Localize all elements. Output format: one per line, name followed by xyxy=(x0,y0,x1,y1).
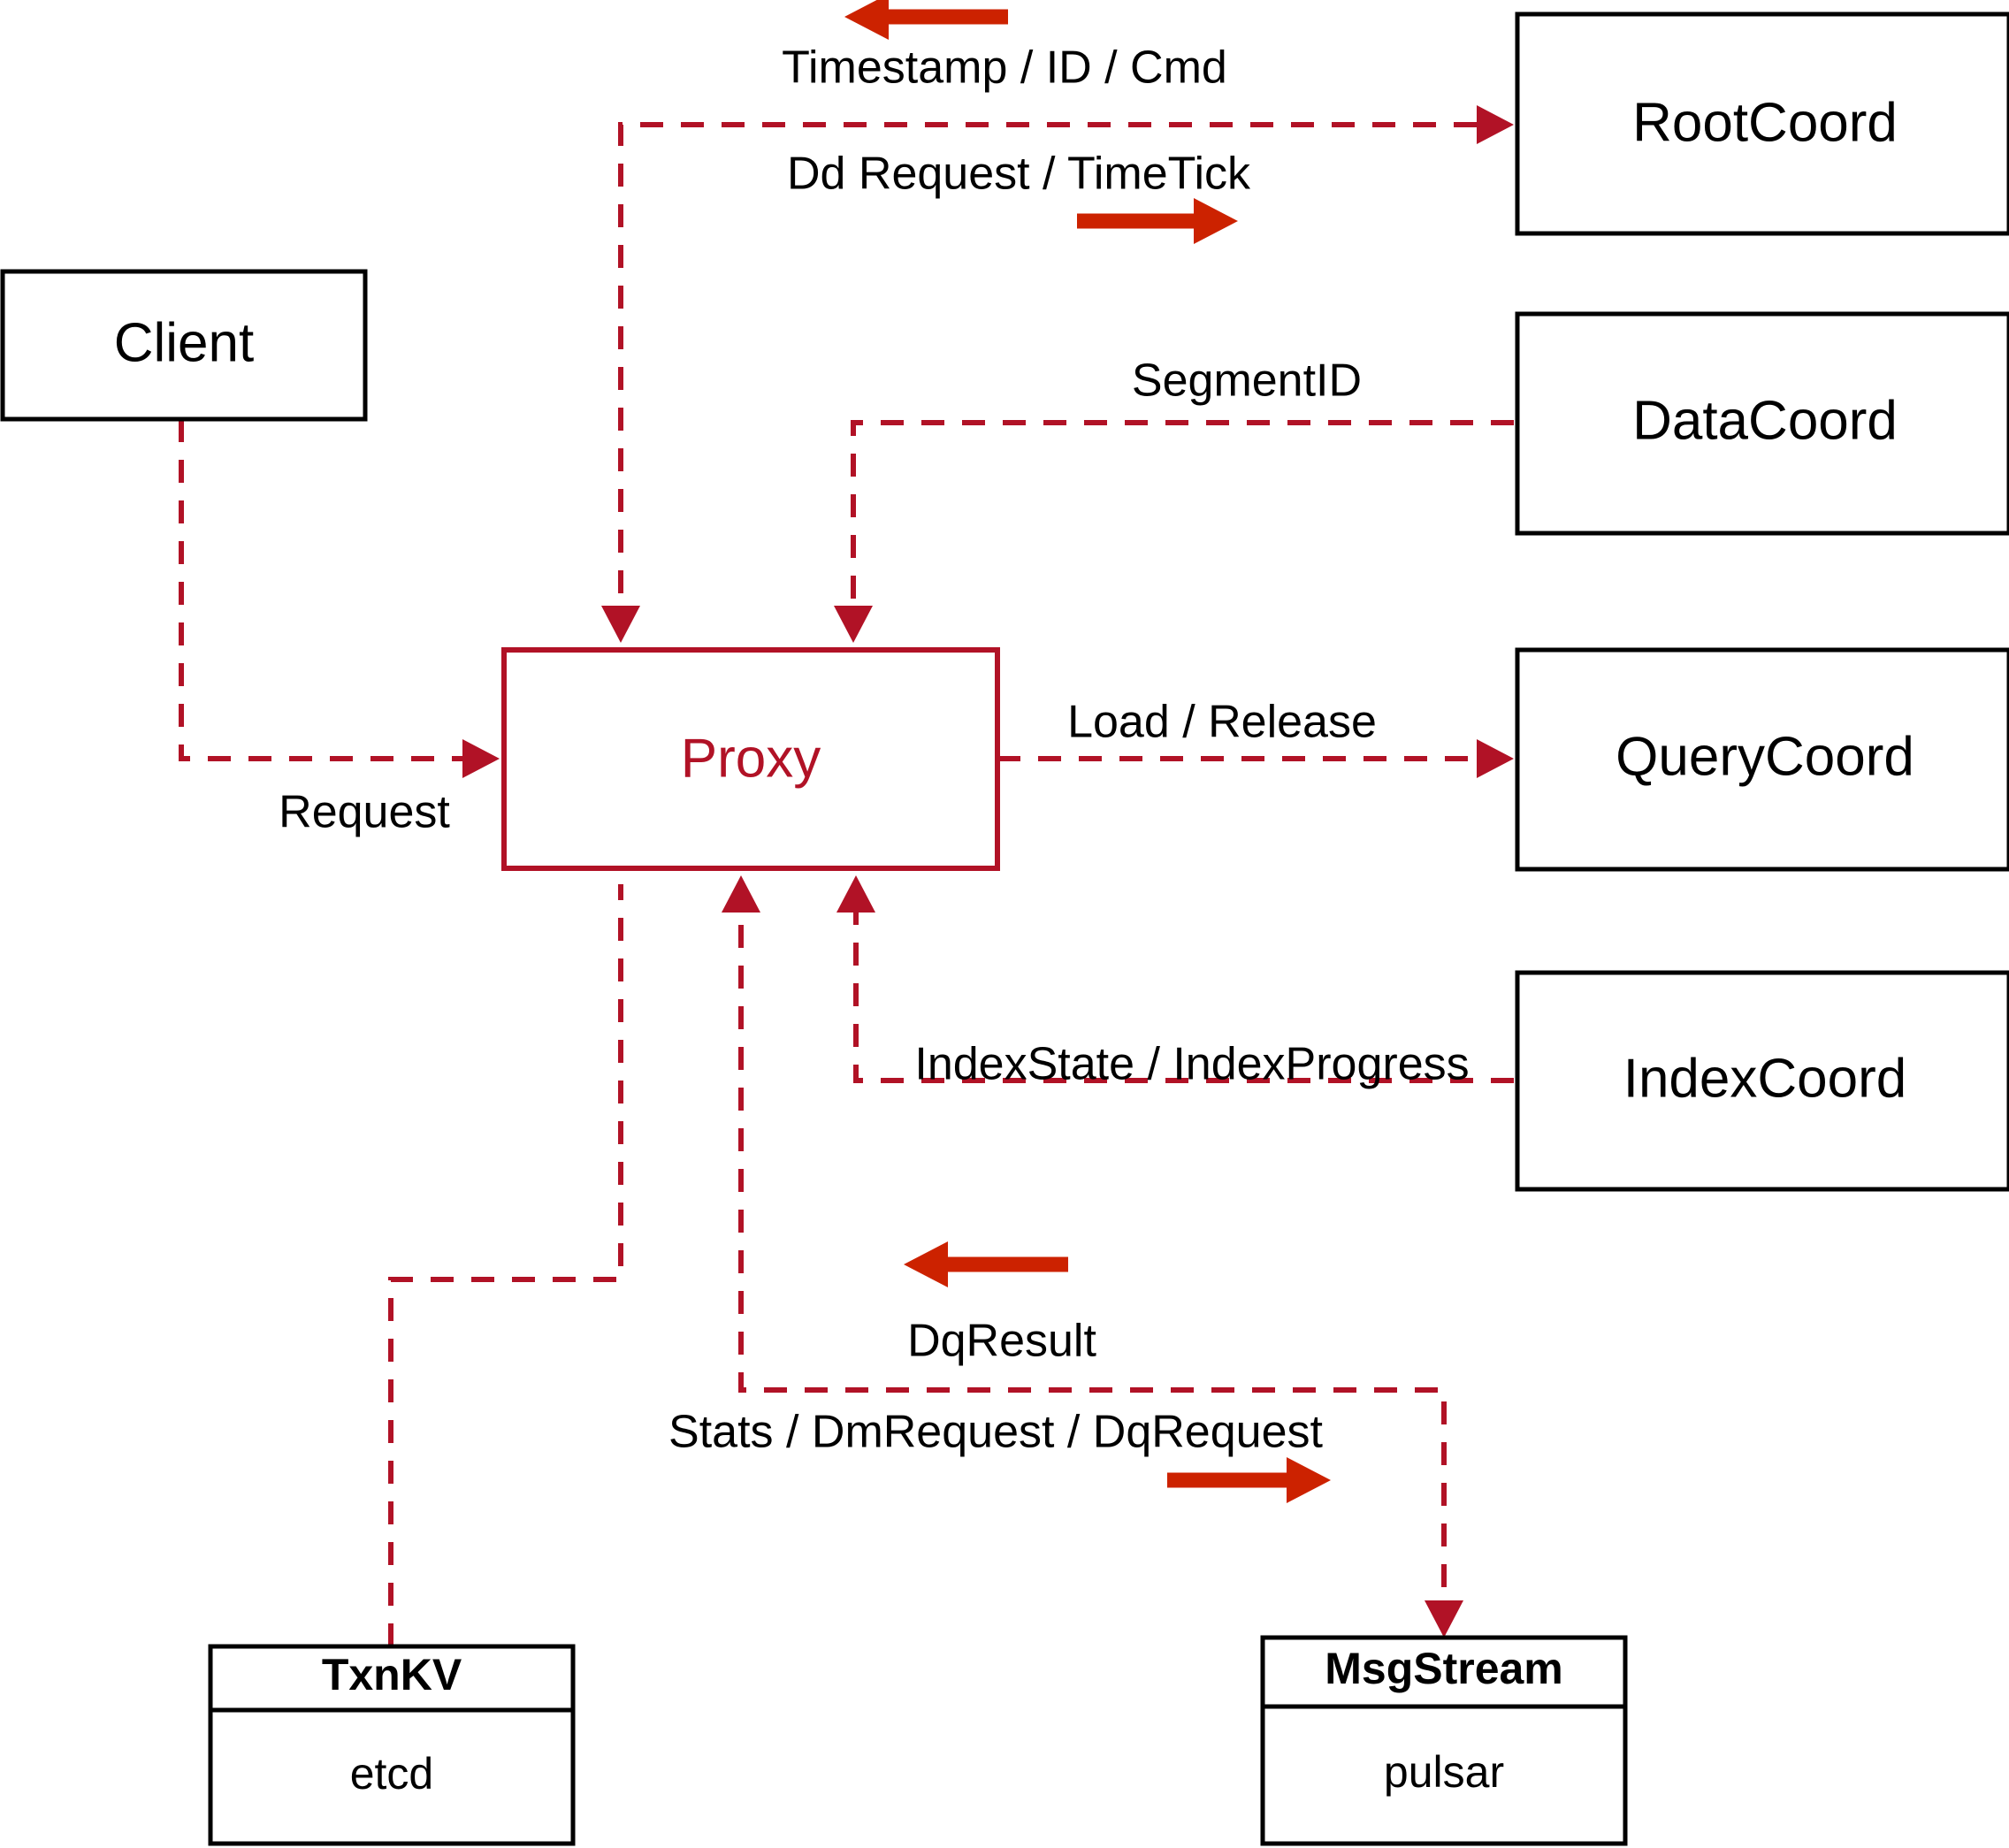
edge-label-request: Request xyxy=(279,787,450,838)
node-rootcoord[interactable]: RootCoord xyxy=(1515,11,2009,236)
node-indexcoord[interactable]: IndexCoord xyxy=(1515,970,2009,1192)
direction-arrow-stats xyxy=(1167,1457,1331,1503)
edge-proxy-to-querycoord xyxy=(997,739,1514,778)
edge-label-indexstate: IndexState / IndexProgress xyxy=(914,1039,1469,1090)
edge-label-dqresult: DqResult xyxy=(907,1316,1096,1367)
node-proxy[interactable]: Proxy xyxy=(501,647,1000,871)
edge-label-stats: Stats / DmRequest / DqRequest xyxy=(668,1407,1323,1458)
node-rootcoord-label: RootCoord xyxy=(1632,92,1898,153)
edge-client-to-proxy xyxy=(179,419,500,778)
node-datacoord[interactable]: DataCoord xyxy=(1515,311,2009,536)
node-msgstream[interactable]: MsgStream pulsar xyxy=(1260,1635,1628,1846)
node-querycoord[interactable]: QueryCoord xyxy=(1515,647,2009,872)
node-txnkv-header: TxnKV xyxy=(322,1650,462,1699)
node-indexcoord-label: IndexCoord xyxy=(1623,1048,1907,1109)
node-msgstream-header: MsgStream xyxy=(1325,1644,1563,1693)
node-querycoord-label: QueryCoord xyxy=(1616,726,1914,787)
node-txnkv-impl: etcd xyxy=(350,1749,434,1798)
edge-label-ddrequest: Dd Request / TimeTick xyxy=(787,149,1251,200)
edge-label-loadrelease: Load / Release xyxy=(1067,697,1377,748)
node-proxy-label: Proxy xyxy=(681,728,821,789)
edge-proxy-to-msgstream xyxy=(722,875,1463,1638)
edge-txnkv-to-proxy xyxy=(388,884,623,1646)
direction-arrow-dqresult xyxy=(904,1241,1068,1287)
node-client-label: Client xyxy=(114,312,255,373)
edge-datacoord-to-proxy xyxy=(834,420,1514,643)
node-txnkv[interactable]: TxnKV etcd xyxy=(208,1644,576,1846)
edge-indexcoord-to-proxy xyxy=(836,875,1514,1083)
edge-label-segmentid: SegmentID xyxy=(1132,355,1362,407)
edge-proxy-to-rootcoord xyxy=(601,105,1514,643)
direction-arrow-ddrequest xyxy=(1077,198,1238,244)
node-client[interactable]: Client xyxy=(0,269,368,422)
edge-label-timestamp: Timestamp / ID / Cmd xyxy=(782,42,1227,94)
node-datacoord-label: DataCoord xyxy=(1632,390,1898,451)
node-msgstream-impl: pulsar xyxy=(1384,1747,1504,1797)
direction-arrow-timestamp xyxy=(844,0,1008,40)
